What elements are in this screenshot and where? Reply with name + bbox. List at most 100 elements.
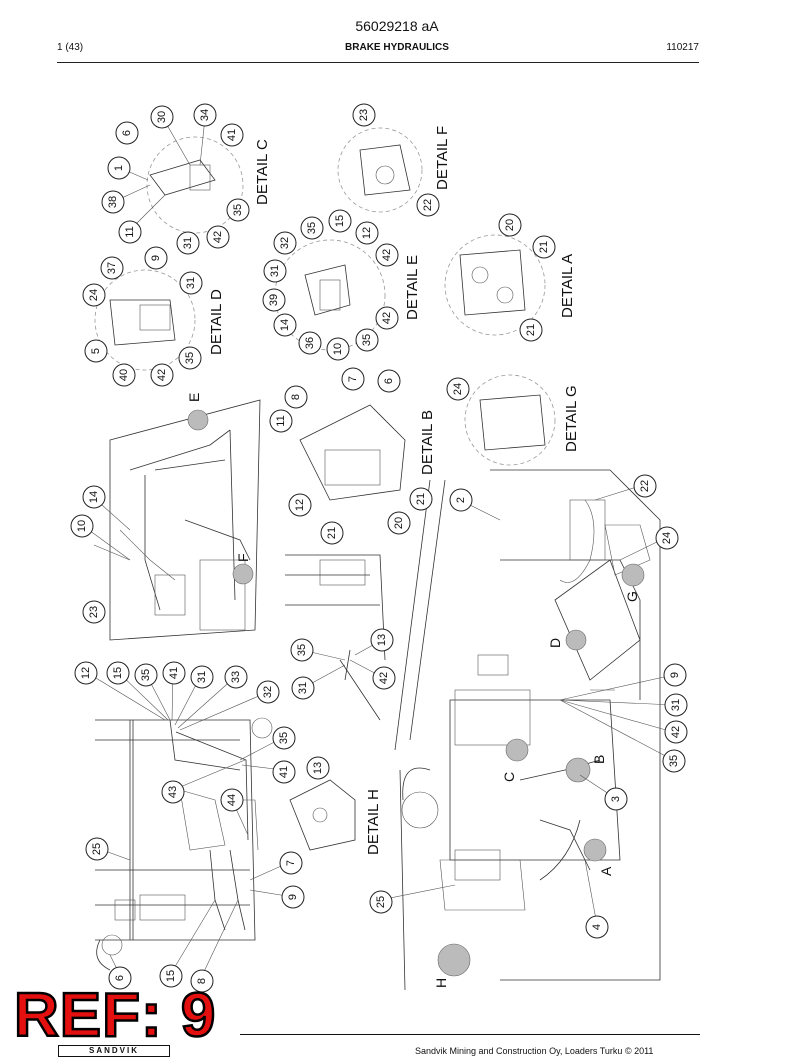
ref-stamp: REF: 9 [13, 981, 217, 1050]
detail-label-c: DETAIL C [254, 139, 271, 205]
callout-balloon: 22 [416, 193, 440, 217]
callout-circle [355, 221, 379, 245]
callout-balloon: 11 [269, 409, 293, 433]
callout-balloon: 34 [193, 103, 217, 127]
callout-number: 24 [661, 532, 673, 544]
callout-balloon: 31 [291, 676, 315, 700]
callout-number: 35 [296, 644, 308, 656]
callout-number: 23 [88, 606, 100, 618]
callout-number: 31 [269, 265, 281, 277]
callout-circle [108, 966, 132, 990]
detail-label-h: DETAIL H [365, 789, 382, 855]
callout-circle [519, 318, 543, 342]
footer-copyright: Sandvik Mining and Construction Oy, Load… [415, 1046, 654, 1056]
callout-balloon: 12 [355, 221, 379, 245]
callout-circle [85, 837, 109, 861]
callout-circle [375, 306, 399, 330]
callout-circle [375, 243, 399, 267]
callout-number: 2 [455, 497, 467, 503]
callout-circle [176, 231, 200, 255]
callout-number: 24 [88, 289, 100, 301]
location-letter-d: D [547, 638, 563, 648]
callout-circle [193, 103, 217, 127]
lower-left-view [95, 717, 273, 971]
callout-circle [112, 363, 136, 387]
callout-balloon: 15 [159, 964, 183, 988]
date-code: 110217 [666, 42, 699, 53]
leader-lines [81, 117, 676, 981]
callout-number: 21 [326, 527, 338, 539]
callout-circle [604, 787, 628, 811]
callout-circle [355, 328, 379, 352]
detail-label-e: DETAIL E [404, 255, 421, 320]
callout-number: 13 [376, 634, 388, 646]
callout-number: 12 [294, 499, 306, 511]
callout-balloon: 41 [272, 760, 296, 784]
callout-number: 8 [196, 978, 208, 984]
detail-label-a: DETAIL A [559, 254, 576, 318]
callout-circle [662, 749, 686, 773]
callout-circle [300, 216, 324, 240]
document-number: 56029218 aA [355, 18, 439, 34]
callout-circle [107, 156, 131, 180]
callout-balloon: 21 [409, 487, 433, 511]
callout-balloon: 35 [178, 346, 202, 370]
callout-number: 32 [262, 686, 274, 698]
callout-balloon: 8 [284, 385, 308, 409]
callout-balloon: 12 [288, 493, 312, 517]
callout-balloon: 8 [190, 969, 214, 993]
callout-balloon: 14 [273, 313, 297, 337]
callout-circle [226, 198, 250, 222]
callout-number: 35 [306, 222, 318, 234]
detail-label-g: DETAIL G [563, 385, 580, 452]
detail-label-d: DETAIL D [208, 289, 225, 355]
callout-balloon: 24 [82, 283, 106, 307]
callout-balloon: 35 [290, 638, 314, 662]
callout-balloon: 15 [106, 661, 130, 685]
callout-circle [532, 235, 556, 259]
callout-number: 31 [182, 237, 194, 249]
callout-balloon: 32 [273, 231, 297, 255]
callout-number: 21 [415, 493, 427, 505]
location-letter-b: B [591, 755, 607, 764]
callout-number: 13 [312, 762, 324, 774]
callout-number: 31 [185, 277, 197, 289]
callout-number: 15 [334, 215, 346, 227]
callout-balloon: 38 [101, 190, 125, 214]
callout-balloon: 31 [176, 231, 200, 255]
callout-number: 35 [232, 204, 244, 216]
callout-balloon: 25 [85, 837, 109, 861]
callout-number: 36 [304, 337, 316, 349]
callout-balloon: 35 [272, 726, 296, 750]
callout-circle [446, 377, 470, 401]
callout-number: 25 [375, 896, 387, 908]
callout-balloon: 9 [663, 663, 687, 687]
location-letter-h: H [433, 978, 449, 988]
callout-balloon: 31 [263, 259, 287, 283]
callout-number: 22 [639, 480, 651, 492]
callout-number: 6 [121, 130, 133, 136]
callout-number: 31 [196, 671, 208, 683]
callout-balloon: 35 [355, 328, 379, 352]
callout-circle [664, 693, 688, 717]
callout-balloon: 35 [300, 216, 324, 240]
callout-number: 9 [150, 255, 162, 261]
callout-number: 41 [278, 766, 290, 778]
callout-number: 41 [226, 129, 238, 141]
callout-number: 9 [287, 894, 299, 900]
callout-number: 3 [610, 796, 622, 802]
callout-balloon: 22 [633, 474, 657, 498]
callout-balloon: 14 [82, 485, 106, 509]
callout-balloon: 13 [306, 756, 330, 780]
callout-circle [281, 885, 305, 909]
callout-circle [272, 760, 296, 784]
callout-number: 44 [226, 794, 238, 806]
callout-balloon: 1 [107, 156, 131, 180]
callout-circle [256, 680, 280, 704]
callout-number: 35 [184, 352, 196, 364]
callout-number: 30 [156, 111, 168, 123]
callout-circle [416, 193, 440, 217]
callout-number: 10 [332, 343, 344, 355]
callout-circle [306, 756, 330, 780]
